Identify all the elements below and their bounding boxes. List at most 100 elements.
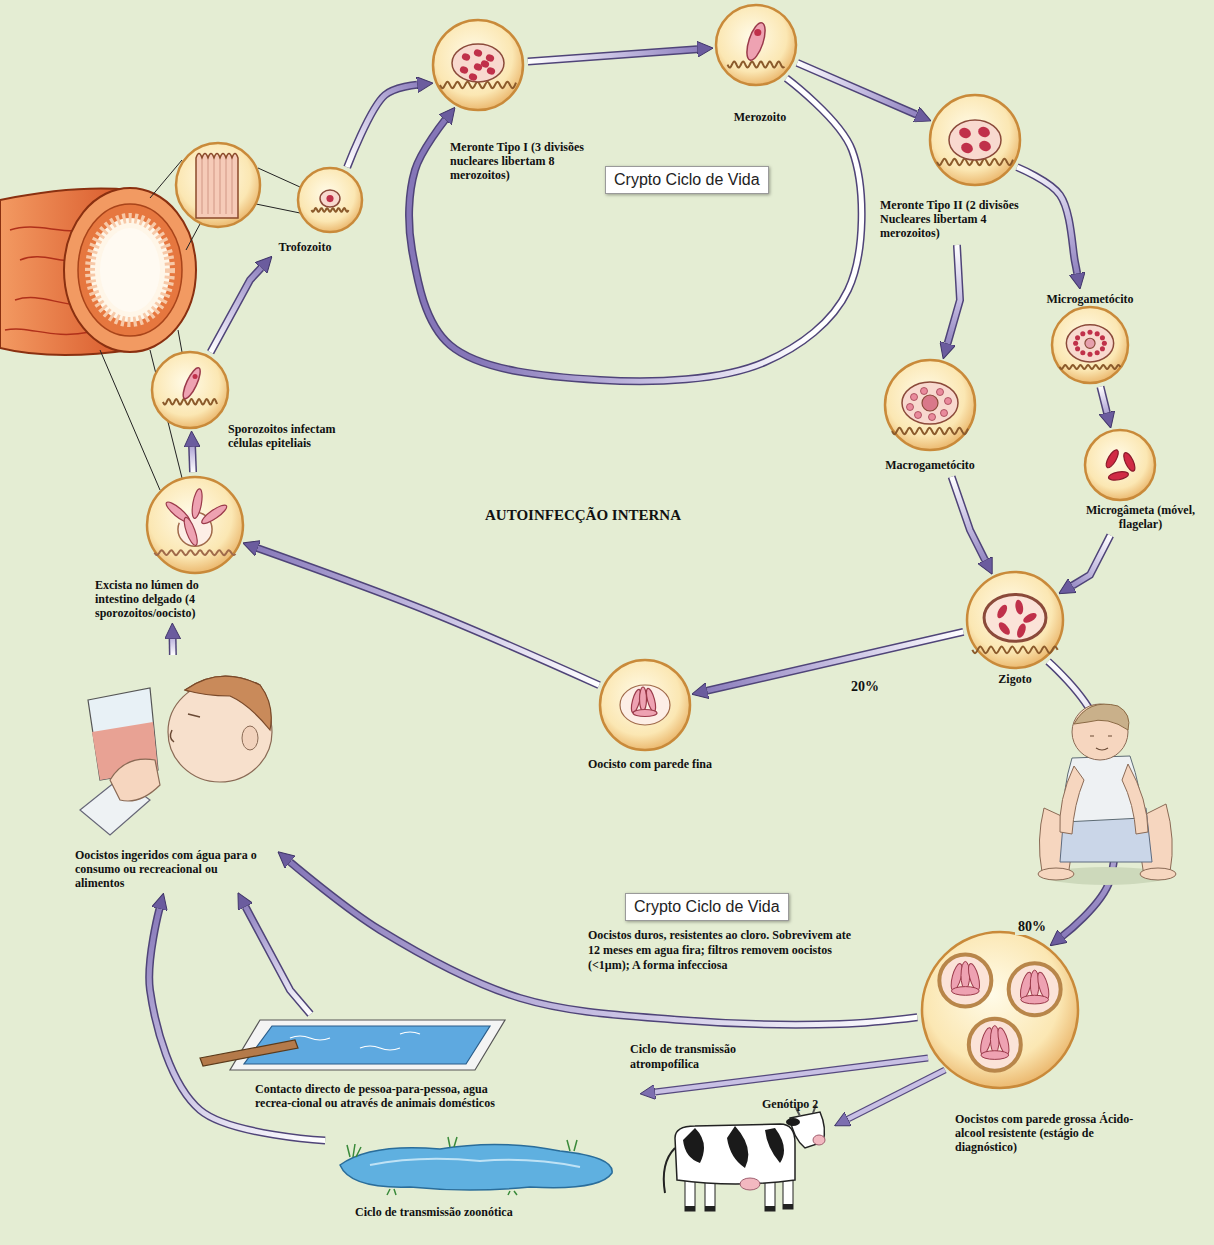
cycle-arrow-part: [258, 548, 599, 685]
pool-illustration-part-part: [290, 1032, 420, 1050]
cycle-title: AUTOINFECÇÃO INTERNA: [485, 506, 681, 524]
cell-circle-part-part: [461, 52, 471, 61]
cow-illustration-part: [675, 1124, 795, 1184]
cell-circle-part-part: [1087, 352, 1092, 357]
intestine-illustration-part: [64, 188, 196, 352]
note-text: Oocistos duros, resistentes ao cloro. So…: [588, 928, 853, 973]
cell-circle-part-part: [468, 72, 478, 81]
watermark: Crypto Ciclo de Vida: [625, 893, 789, 921]
cell-circle-part: [600, 660, 690, 750]
cell-circle-part-part: [957, 126, 972, 140]
stage-label: Oocistos ingeridos com água para o consu…: [75, 848, 265, 890]
cell-circle-part-part: [1108, 470, 1129, 481]
cell-circle-part-part: [976, 125, 991, 139]
microvilli-cell-part: [202, 160, 232, 214]
cell-circle-part-part: [1073, 341, 1078, 346]
cycle-arrow-part: [1017, 167, 1077, 273]
cell-circle-part-part: [147, 477, 243, 573]
leader-line-part: [100, 350, 160, 490]
cow-illustration-part: [740, 1178, 760, 1190]
cell-circle-part-part: [1014, 599, 1024, 615]
cycle-arrow-part: [952, 477, 985, 560]
cell-circle-part: [716, 5, 796, 85]
cell-circle-part-part: [949, 120, 1001, 160]
percentage-label: 20%: [848, 678, 882, 695]
cycle-arrow: [258, 548, 599, 685]
cell-circle-part-part: [1095, 350, 1100, 355]
genotype-label: Genótipo 2: [762, 1097, 818, 1112]
cycle-arrow-part: [245, 907, 310, 1014]
cycle-arrow-part: [707, 632, 963, 691]
cell-circle-part-part: [645, 688, 658, 713]
cell-circle-part-part: [743, 21, 769, 63]
cell-circle-part-part: [939, 955, 991, 1007]
cycle-arrow: [528, 49, 697, 61]
stage-label: Zigoto: [975, 672, 1055, 686]
intestine-illustration-part: [90, 218, 170, 322]
microvilli-cell-part: [196, 154, 238, 219]
watermark: Crypto Ciclo de Vida: [605, 166, 769, 194]
cycle-arrow-part: [169, 639, 177, 655]
cell-circle-part-part: [473, 48, 483, 57]
cell-circle-part-part: [981, 1051, 1009, 1060]
stage-label: Trofozoito: [265, 240, 345, 254]
cow-illustration-part: [685, 1204, 793, 1211]
cell-circle-part-part: [969, 1019, 1021, 1071]
cycle-arrow-part: [948, 245, 960, 343]
cell-circle-part-part: [1021, 995, 1049, 1004]
microvilli-cell: [176, 143, 260, 227]
cycle-arrow: [172, 639, 173, 655]
pond-illustration: [330, 1135, 620, 1195]
watermark: Crypto Ciclo de Vida: [625, 893, 789, 921]
cell-circle-part-part: [1022, 611, 1039, 625]
cell-circle-part-part: [620, 685, 670, 725]
cell-circle-part: [967, 572, 1063, 668]
cell-circle-part-part: [929, 414, 936, 421]
cycle-arrow: [1100, 387, 1106, 413]
cell-circle-part-part: [922, 932, 1078, 1088]
meront-stage: Meronte Tipo I (3 divisões nucleares lib…: [429, 16, 600, 182]
cell-circle: [881, 356, 979, 454]
percentage-label: 80%: [1015, 918, 1049, 935]
cell-circle-part-part: [1075, 335, 1080, 340]
stage-label: Contacto directo de pessoa-para-pessoa, …: [255, 1082, 505, 1110]
cycle-arrow: [952, 477, 985, 560]
cell-circle: [148, 348, 232, 432]
ingestion-illustration: [80, 660, 275, 835]
cell-circle-part-part: [922, 395, 938, 411]
cell-circle-part-part: [1102, 341, 1107, 346]
stage-label: Macrogametócito: [870, 458, 990, 472]
cell-circle-part-part: [433, 20, 523, 110]
cell-circle-part-part: [977, 139, 992, 153]
cell-circle-part-part: [1087, 330, 1092, 335]
ingestion-illustration-part-part: [110, 759, 160, 801]
cow-illustration: [664, 1105, 825, 1211]
intestine-illustration-part: [78, 204, 182, 336]
oocyst-stage: Oocisto com parede fina: [545, 656, 755, 771]
pool-illustration: Contacto directo de pessoa-para-pessoa, …: [200, 1018, 505, 1110]
pond-illustration-part-part: [370, 1159, 580, 1167]
ingestion-illustration: Oocistos ingeridos com água para o consu…: [75, 660, 275, 890]
cell-circle-part-part: [930, 95, 1020, 185]
cycle-arrow: [1017, 167, 1077, 273]
cell-circle-part-part: [459, 65, 469, 74]
note-text: Oocistos duros, resistentes ao cloro. So…: [588, 928, 853, 973]
cell-circle-part-part: [1085, 430, 1155, 500]
child-illustration-part: [1038, 868, 1074, 880]
cell-circle-part-part: [937, 389, 944, 396]
cell-circle-part-part: [1066, 325, 1113, 362]
stage-label: Excista no lúmen do intestino delgado (4…: [95, 578, 245, 620]
cell-circle-part: [147, 477, 243, 573]
cell-circle-part-part: [1122, 451, 1138, 473]
cell-circle-part: [298, 168, 362, 232]
pond-illustration-part-part: [347, 1137, 577, 1195]
cell-circle: [294, 164, 366, 236]
cell-circle-part-part: [945, 398, 952, 405]
cell-circle-part-part: [1080, 331, 1085, 336]
stage-label: Meronte Tipo II (2 divisões Nucleares li…: [880, 198, 1025, 240]
cycle-arrow-part: [290, 862, 917, 1024]
percentage-label: 20%: [848, 678, 882, 695]
zygote-stage: Zigoto: [963, 568, 1067, 686]
cell-circle-part-part: [600, 660, 690, 750]
stage-label: Microgâmeta (móvel, flagelar): [1083, 503, 1198, 531]
